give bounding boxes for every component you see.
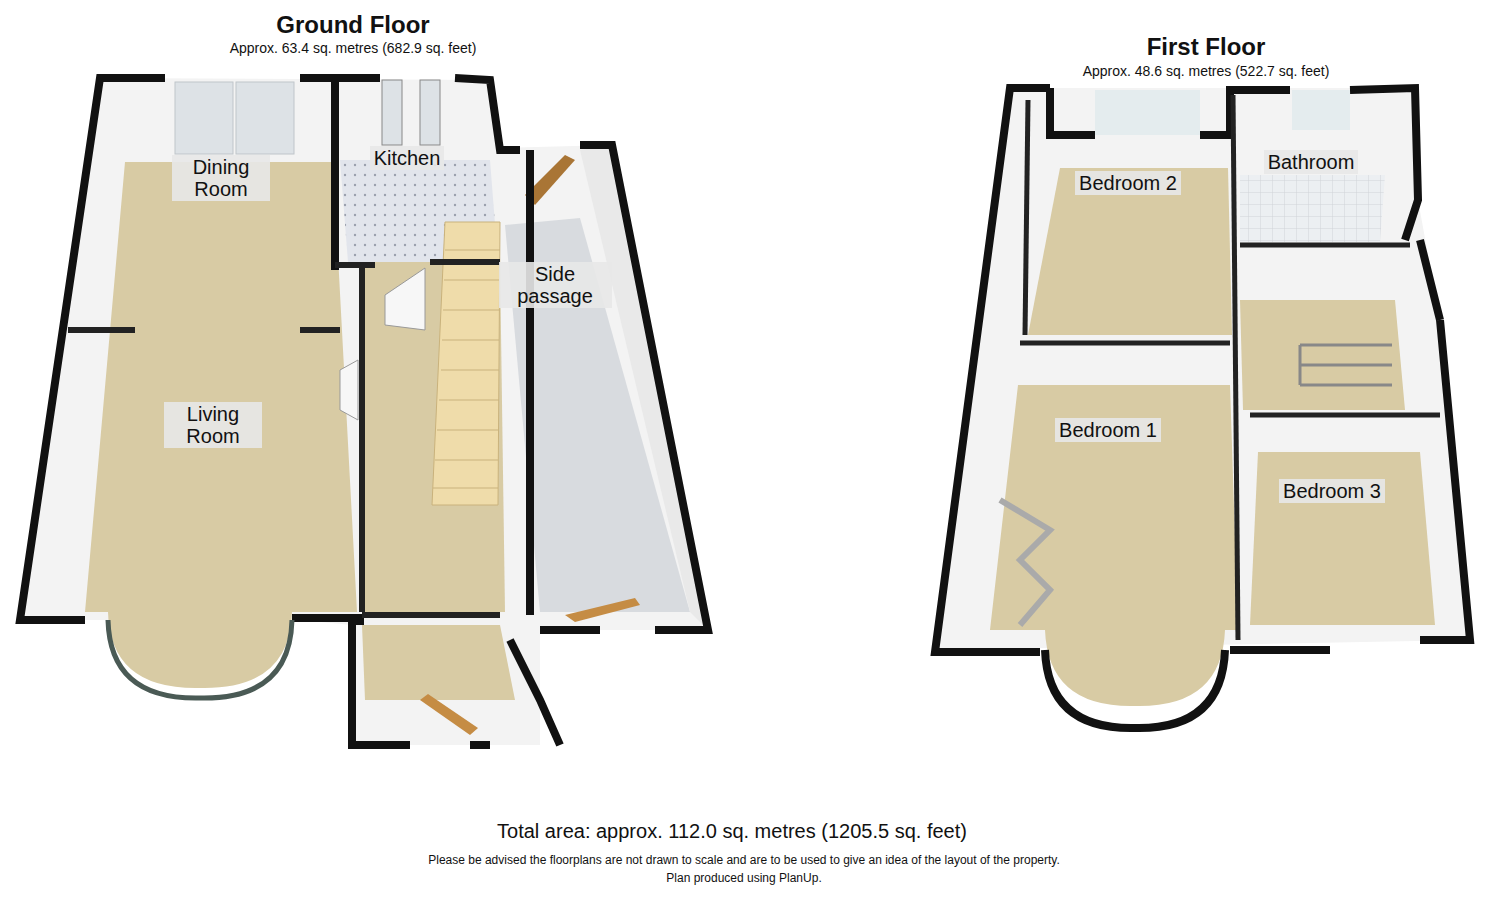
floor-plan: First FloorApprox. 48.6 sq. metres (522.…	[925, 30, 1480, 740]
room-label: Bathroom	[1264, 150, 1359, 174]
room: Bedroom 1	[1018, 385, 1230, 630]
room: Kitchen	[340, 140, 495, 262]
room: Bedroom 3	[1255, 452, 1425, 625]
room-label: Bedroom 3	[1279, 479, 1385, 503]
first-floor-drawing	[935, 88, 1470, 728]
room-label: Kitchen	[370, 146, 445, 170]
room: Dining Room	[125, 160, 335, 330]
room-label: Living Room	[164, 402, 262, 448]
room-label: Bedroom 1	[1055, 418, 1161, 442]
room: Living Room	[85, 335, 355, 615]
room: Bedroom 2	[1030, 140, 1228, 335]
room-label: Side passage	[499, 262, 612, 308]
disclaimer-note: Plan produced using PlanUp.	[666, 872, 821, 885]
room-label: Bedroom 2	[1075, 171, 1181, 195]
room: Side passage	[500, 220, 620, 612]
room-label: Dining Room	[172, 155, 270, 201]
floor-area: Approx. 48.6 sq. metres (522.7 sq. feet)	[1083, 64, 1330, 79]
total-area: Total area: approx. 112.0 sq. metres (12…	[497, 820, 967, 842]
floor-heading: Ground Floor	[276, 12, 429, 38]
floor-plan: Ground FloorApprox. 63.4 sq. metres (682…	[10, 4, 730, 754]
floor-heading: First Floor	[1147, 34, 1266, 60]
disclaimer-note: Please be advised the floorplans are not…	[428, 854, 1060, 867]
ground-floor-drawing	[20, 78, 708, 745]
floor-area: Approx. 63.4 sq. metres (682.9 sq. feet)	[230, 41, 477, 56]
room: Bathroom	[1238, 140, 1388, 242]
